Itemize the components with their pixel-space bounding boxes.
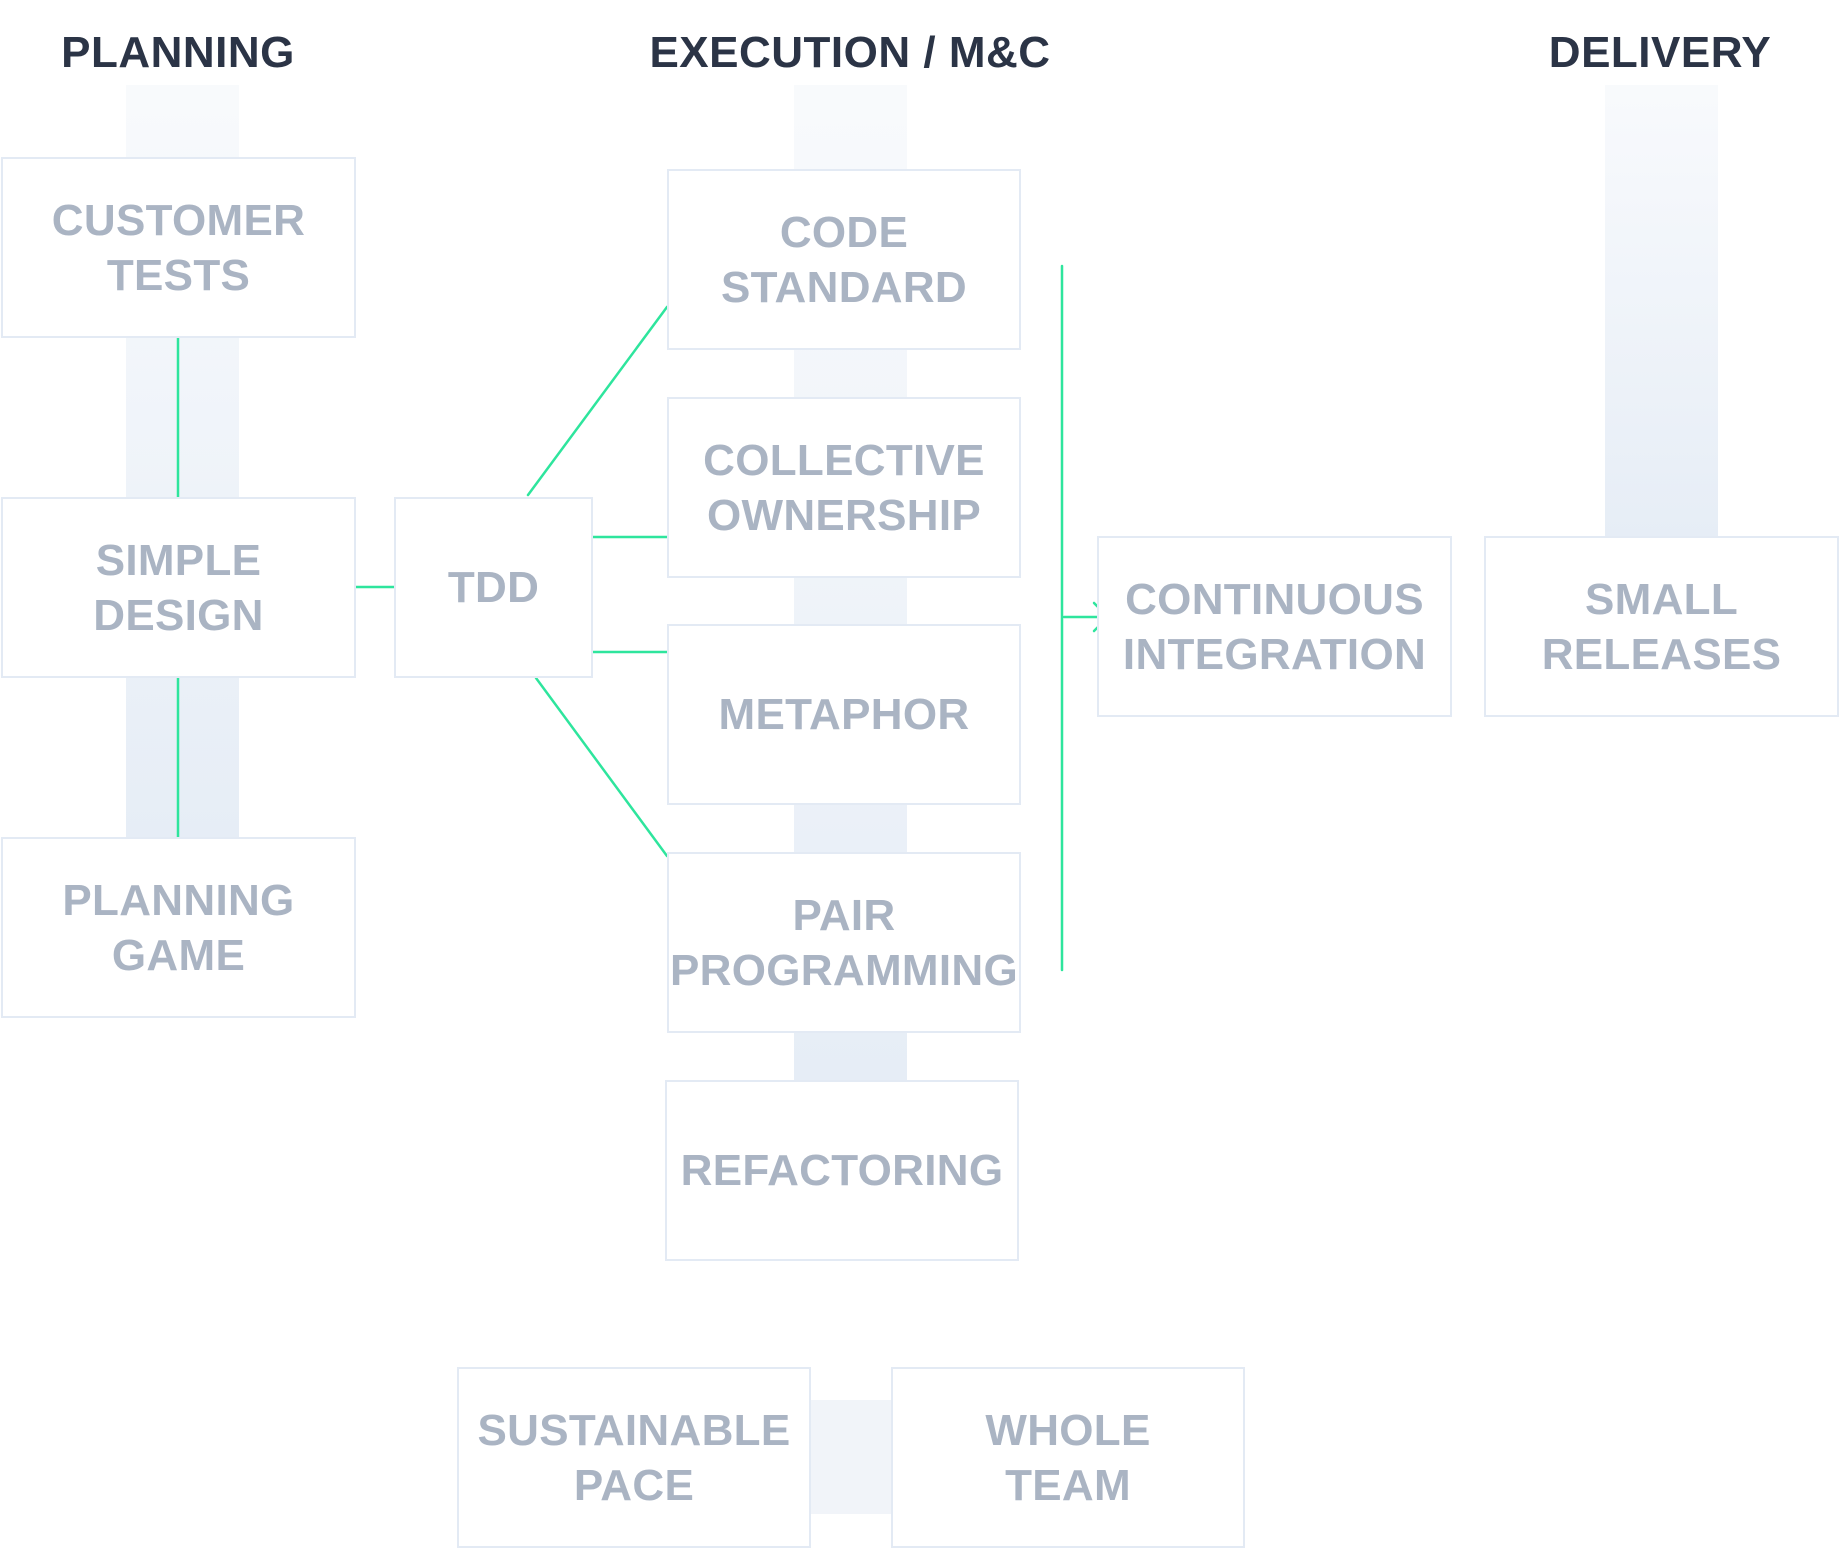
sustainable-pace-box: SUSTAINABLE PACE [457,1367,811,1548]
tdd-box: TDD [394,497,593,678]
sustainable-pace-label: SUSTAINABLE PACE [477,1405,791,1510]
code-standard-label: CODE STANDARD [720,207,967,312]
customer-tests-box: CUSTOMER TESTS [1,157,356,338]
simple-design-label: SIMPLE DESIGN [93,535,264,640]
refactoring-label: REFACTORING [680,1146,1004,1195]
tdd-to-code-standard-line [526,305,669,497]
collective-ownership-label: COLLECTIVE OWNERSHIP [703,435,985,540]
planning-header: PLANNING [61,28,295,77]
tdd-to-pair-programming-line [534,676,669,858]
pair-programming-box: PAIR PROGRAMMING [667,852,1021,1033]
continuous-integration-box: CONTINUOUS INTEGRATION [1097,536,1452,717]
small-releases-box: SMALL RELEASES [1484,536,1839,717]
tdd-label: TDD [447,563,540,612]
metaphor-label: METAPHOR [718,690,970,739]
planning-game-box: PLANNING GAME [1,837,356,1018]
delivery-band [1605,85,1718,540]
pair-programming-label: PAIR PROGRAMMING [670,890,1018,995]
whole-team-box: WHOLE TEAM [891,1367,1245,1548]
delivery-header: DELIVERY [1548,28,1772,77]
code-standard-box: CODE STANDARD [667,169,1021,350]
simple-design-box: SIMPLE DESIGN [1,497,356,678]
team-band [810,1400,892,1514]
metaphor-box: METAPHOR [667,624,1021,805]
refactoring-box: REFACTORING [665,1080,1019,1261]
small-releases-label: SMALL RELEASES [1541,574,1782,679]
whole-team-label: WHOLE TEAM [985,1405,1151,1510]
customer-tests-label: CUSTOMER TESTS [51,195,306,300]
execution-header: EXECUTION / M&C [649,28,1051,77]
planning-game-label: PLANNING GAME [62,875,295,980]
continuous-integration-label: CONTINUOUS INTEGRATION [1122,574,1427,679]
collective-ownership-box: COLLECTIVE OWNERSHIP [667,397,1021,578]
